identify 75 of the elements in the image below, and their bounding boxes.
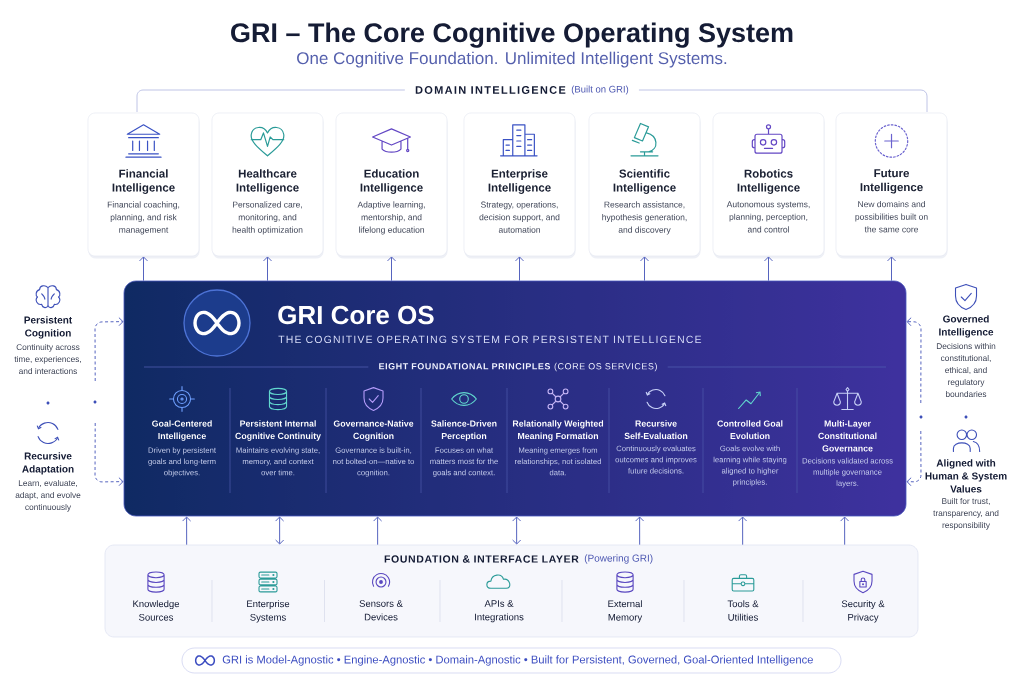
feature-description: Decisions within constitutional, ethical, and regulatory boundaries <box>936 343 996 398</box>
item-label: External Memory <box>608 600 643 623</box>
domain-card <box>712 112 825 259</box>
item-label: Security & Privacy <box>841 600 885 623</box>
arrow <box>263 256 272 282</box>
section-heading: EIGHT FOUNDATIONAL PRINCIPLES (CORE OS SERVICES) <box>379 362 657 372</box>
card-title: Education Intelligence <box>360 169 423 194</box>
principle-title: Relationally Weighted Meaning Formation <box>512 420 604 441</box>
arrow <box>840 516 850 546</box>
item-label: Knowledge Sources <box>133 600 180 621</box>
principle-title: Governance-Native Cognition <box>333 420 414 441</box>
principle-title: Salience-Driven Perception <box>431 420 497 441</box>
dashed-arrow <box>906 430 922 487</box>
principle-title: Goal-Centered Intelligence <box>152 420 212 441</box>
core-subtitle: THE COGNITIVE OPERATING SYSTEM FOR PERSISTENT INTELLIGENCE <box>278 335 702 344</box>
card-description: Adaptive learning, mentorship, and lifelong education <box>357 201 425 235</box>
arrow <box>139 256 148 282</box>
title: GRI – The Core Cognitive Operating System <box>231 22 793 48</box>
feature-title: Persistent Cognition <box>24 316 73 339</box>
card-title: Future Intelligence <box>860 169 923 194</box>
tagline-pill <box>181 647 842 674</box>
core-panel <box>123 280 907 517</box>
card-description: Research assistance, hypothesis generation, and discovery <box>602 201 687 235</box>
tagline: GRI is Model-Agnostic • Engine-Agnostic • Domain-Agnostic • Built for Persistent, Governed, Goal-Oriented Intelligence <box>222 655 813 666</box>
arrow <box>182 516 192 546</box>
arrow <box>387 256 396 282</box>
item-label: APIs & Integrations <box>475 600 524 623</box>
item-label: Tools & Utilities <box>727 600 759 621</box>
feature-description: Continuity across time, experiences, and interactions <box>14 344 81 375</box>
principle-title: Multi-Layer Constitutional Governance <box>818 420 877 452</box>
feature-description: Learn, evaluate, adapt, and evolve continuously <box>15 479 81 512</box>
section-note: (Powering GRI) <box>584 554 653 564</box>
core-title: GRI Core OS <box>278 305 434 325</box>
card-description: Financial coaching, planning, and risk management <box>107 201 180 235</box>
double-arrow <box>512 516 522 545</box>
principle-title: Recursive Self-Evaluation <box>624 420 688 440</box>
feature-title: Aligned with Human & System Values <box>925 459 1007 493</box>
dashed-arrow <box>94 422 124 487</box>
dashed-arrow <box>906 317 922 404</box>
domain-card <box>588 112 701 259</box>
item-label: Sensors & Devices <box>359 600 403 621</box>
card-description: Strategy, operations, decision support, and automation <box>479 201 560 233</box>
domain-card <box>211 112 324 259</box>
arrow <box>738 516 748 546</box>
arrow <box>373 516 383 546</box>
card-title: Enterprise Intelligence <box>488 169 551 194</box>
section-note: (Built on GRI) <box>571 85 629 95</box>
item-label: Enterprise Systems <box>247 600 290 623</box>
dashed-arrow <box>94 317 124 382</box>
arrow <box>764 256 773 282</box>
domain-card <box>835 112 948 259</box>
feature-title: Governed Intelligence <box>939 315 994 338</box>
feature-description: Built for trust, transparency, and responsibility <box>933 497 999 530</box>
arrow <box>640 256 649 282</box>
card-title: Robotics Intelligence <box>737 169 800 194</box>
feature-title: Recursive Adaptation <box>22 452 74 475</box>
section-heading: FOUNDATION & INTERFACE LAYER <box>384 555 579 563</box>
principle-title: Controlled Goal Evolution <box>717 420 783 440</box>
layer-panel <box>104 544 919 638</box>
arrow <box>887 256 896 282</box>
principle-title: Persistent Internal Cognitive Continuity <box>235 420 321 441</box>
card-title: Healthcare Intelligence <box>236 169 299 194</box>
card-description: Personalized care, monitoring, and health optimization <box>232 201 303 235</box>
domain-card <box>335 112 448 259</box>
double-arrow <box>275 516 285 545</box>
section-heading: DOMAIN INTELLIGENCE <box>415 86 566 94</box>
card-description: New domains and possibilities built on the same core <box>855 200 928 233</box>
card-description: Autonomous systems, planning, perception, and control <box>726 201 810 233</box>
card-title: Scientific Intelligence <box>613 169 676 194</box>
card-title: Financial Intelligence <box>112 169 175 194</box>
arrow <box>515 256 524 282</box>
domain-card <box>463 112 576 259</box>
subtitle: One Cognitive Foundation. Unlimited Intelligent Systems. <box>297 51 727 68</box>
arrow <box>635 516 645 546</box>
domain-card <box>87 112 200 259</box>
